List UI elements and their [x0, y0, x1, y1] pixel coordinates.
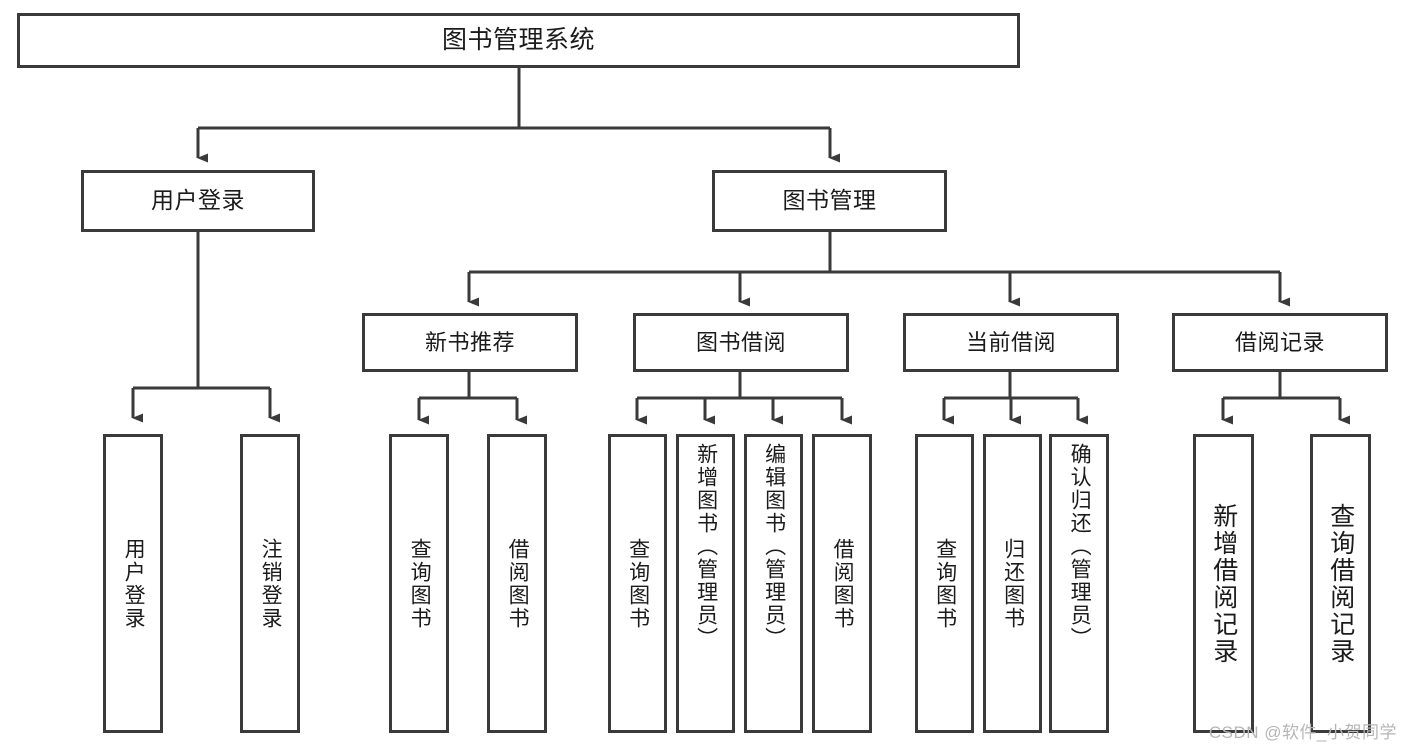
node-leaf-query-book-recommend[interactable]: 查询图书	[389, 434, 449, 733]
node-leaf-confirm-return-admin[interactable]: 确认归还（管理员）	[1049, 434, 1109, 733]
node-leaf-edit-book-admin-label: 编辑图书（管理员）	[762, 443, 786, 650]
node-leaf-borrow-book-recommend-label: 借阅图书	[506, 537, 530, 630]
node-leaf-query-book-borrow[interactable]: 查询图书	[608, 434, 667, 733]
node-user-login[interactable]: 用户登录	[81, 170, 315, 232]
node-book-borrow[interactable]: 图书借阅	[633, 313, 849, 372]
node-leaf-add-book-admin[interactable]: 新增图书（管理员）	[676, 434, 735, 733]
node-leaf-return-book[interactable]: 归还图书	[983, 434, 1042, 733]
node-book-management[interactable]: 图书管理	[712, 170, 947, 232]
node-leaf-query-borrow-record[interactable]: 查询借阅记录	[1310, 434, 1371, 733]
node-leaf-logout-label: 注销登录	[259, 537, 283, 630]
node-leaf-borrow-book-recommend[interactable]: 借阅图书	[487, 434, 547, 733]
node-leaf-user-login-label: 用户登录	[122, 537, 146, 630]
node-leaf-query-borrow-record-label: 查询借阅记录	[1326, 502, 1355, 665]
node-leaf-edit-book-admin[interactable]: 编辑图书（管理员）	[744, 434, 803, 733]
node-leaf-query-book-current-label: 查询图书	[933, 537, 957, 630]
node-new-book-recommend-label: 新书推荐	[424, 329, 515, 355]
node-leaf-logout[interactable]: 注销登录	[240, 434, 300, 733]
node-leaf-add-borrow-record-label: 新增借阅记录	[1209, 502, 1238, 665]
node-borrow-record[interactable]: 借阅记录	[1172, 313, 1388, 372]
node-current-borrow-label: 当前借阅	[965, 329, 1056, 355]
node-root-system[interactable]: 图书管理系统	[17, 13, 1020, 68]
node-leaf-borrow-book-label: 借阅图书	[831, 537, 855, 630]
node-leaf-add-borrow-record[interactable]: 新增借阅记录	[1193, 434, 1254, 733]
node-leaf-return-book-label: 归还图书	[1001, 537, 1025, 630]
node-book-management-label: 图书管理	[782, 187, 877, 214]
node-leaf-query-book-current[interactable]: 查询图书	[915, 434, 974, 733]
node-leaf-borrow-book[interactable]: 借阅图书	[812, 434, 872, 733]
node-user-login-label: 用户登录	[151, 187, 245, 214]
node-current-borrow[interactable]: 当前借阅	[903, 313, 1119, 372]
node-leaf-user-login[interactable]: 用户登录	[103, 434, 163, 733]
node-leaf-add-book-admin-label: 新增图书（管理员）	[694, 443, 718, 650]
node-new-book-recommend[interactable]: 新书推荐	[362, 313, 578, 372]
node-book-borrow-label: 图书借阅	[695, 329, 786, 355]
node-leaf-query-book-recommend-label: 查询图书	[408, 537, 432, 630]
node-leaf-confirm-return-admin-label: 确认归还（管理员）	[1068, 443, 1092, 650]
node-root-label: 图书管理系统	[441, 25, 595, 54]
node-borrow-record-label: 借阅记录	[1234, 329, 1325, 355]
node-leaf-query-book-borrow-label: 查询图书	[626, 537, 650, 630]
